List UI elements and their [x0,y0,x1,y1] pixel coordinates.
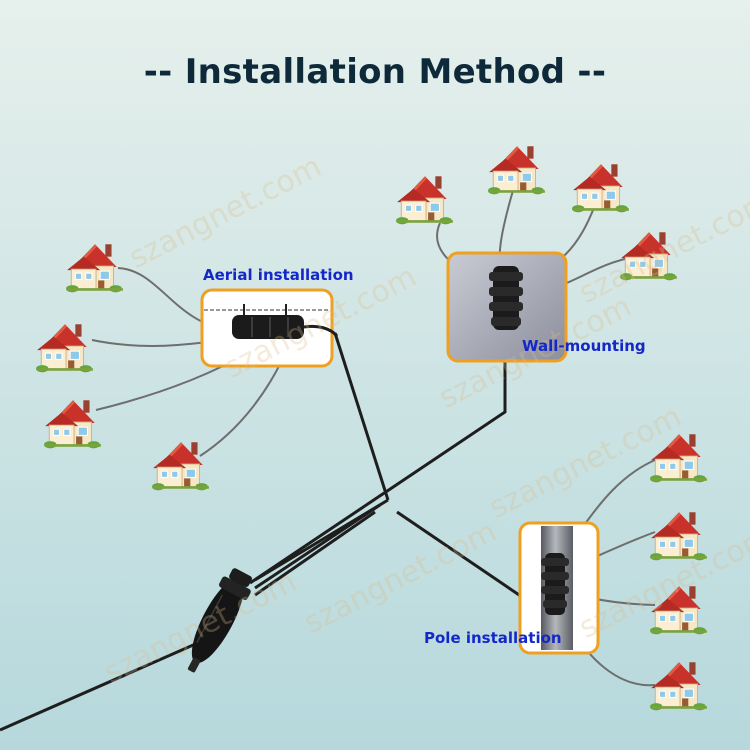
page-title: -- Installation Method -- [143,52,607,92]
aerial-installation-label: Aerial installation [203,266,354,284]
wall-closure-icon [493,266,519,330]
wall-mounting-label: Wall-mounting [522,337,646,355]
pole-frame [518,521,600,655]
splice-closure-icon [187,568,253,673]
wall-frame [446,251,568,363]
pole-closure-icon [545,553,565,615]
main-cables [0,332,554,732]
pole-installation-label: Pole installation [424,629,562,647]
aerial-closure-icon [232,315,304,339]
aerial-frame [200,288,339,368]
